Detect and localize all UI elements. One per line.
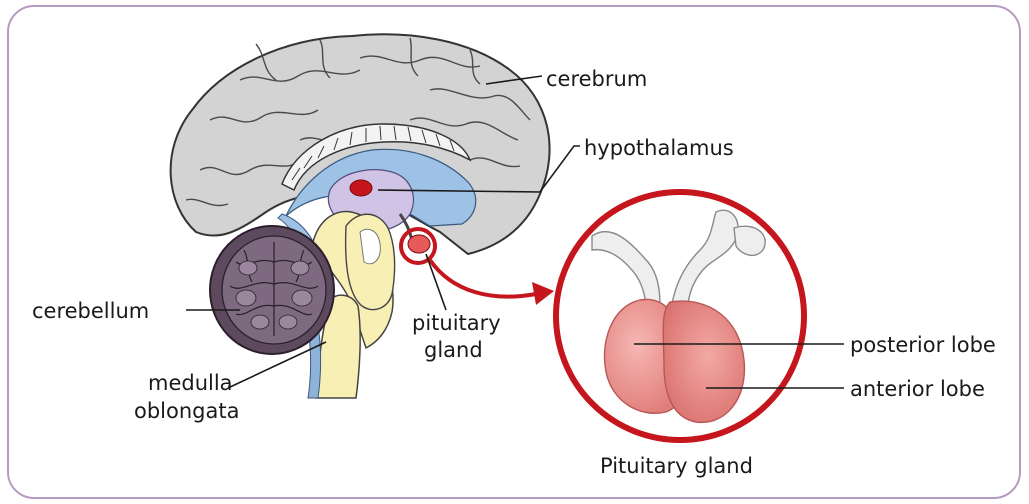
label-pituitary-line2: gland	[424, 338, 483, 362]
label-medulla-line2: oblongata	[134, 399, 239, 423]
label-pituitary-line1: pituitary	[412, 311, 501, 335]
pituitary-inset	[556, 192, 804, 440]
label-cerebrum: cerebrum	[546, 67, 647, 91]
hypothalamus-marker	[350, 180, 372, 196]
cerebellum-shape	[210, 226, 334, 354]
label-inset-caption: Pituitary gland	[600, 454, 753, 478]
label-hypothalamus: hypothalamus	[584, 136, 734, 160]
pituitary-marker	[408, 235, 430, 253]
label-medulla-line1: medulla	[148, 371, 233, 395]
label-posterior-lobe: posterior lobe	[850, 333, 996, 357]
label-anterior-lobe: anterior lobe	[850, 377, 985, 401]
label-cerebellum: cerebellum	[32, 299, 149, 323]
